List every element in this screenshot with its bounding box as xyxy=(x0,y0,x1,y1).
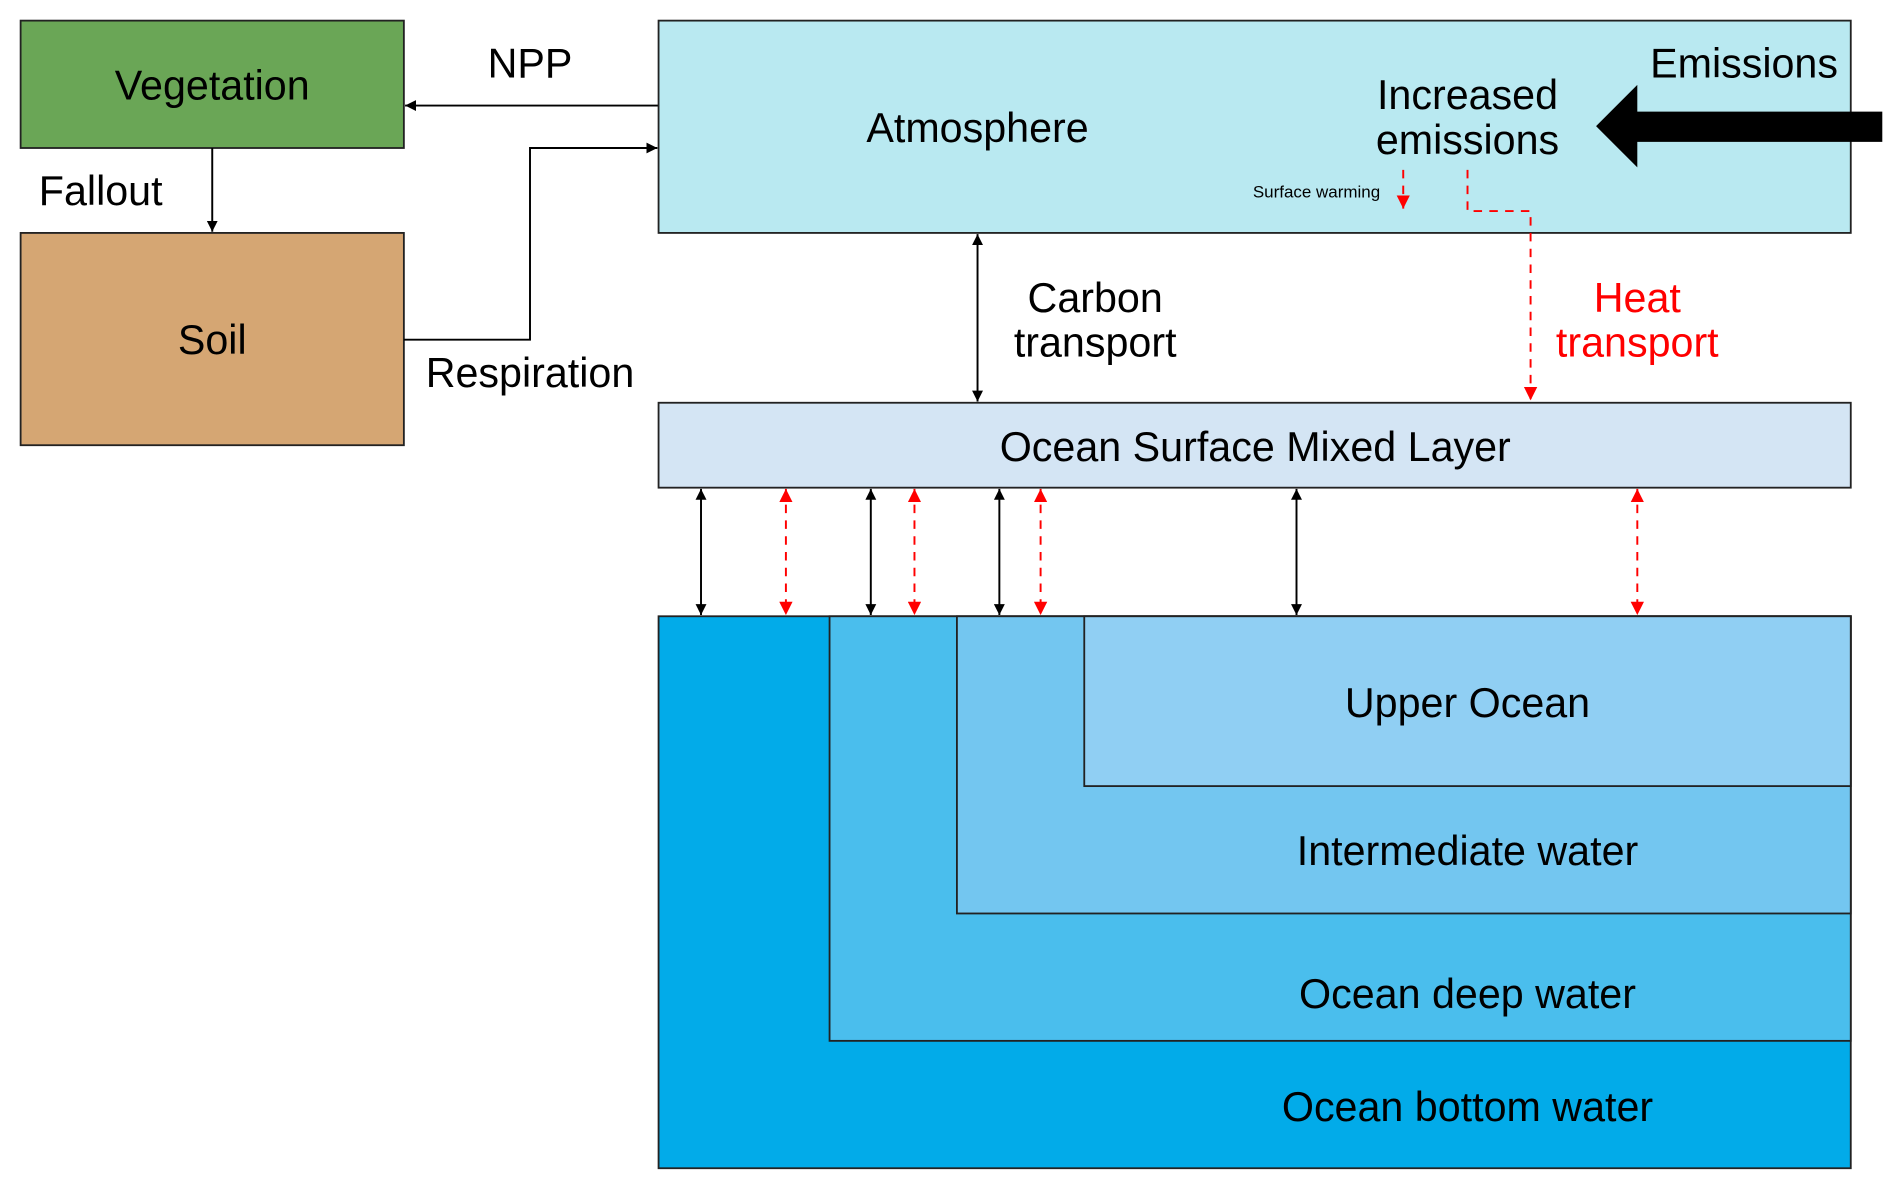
surface-mixed-layer-box xyxy=(657,401,1852,489)
emissions-label: Emissions xyxy=(1650,41,1838,87)
fallout-label: Fallout xyxy=(39,168,163,214)
emissions-arrow xyxy=(1596,84,1883,168)
exchange-arrows xyxy=(695,488,1644,616)
upper-ocean-box xyxy=(1083,615,1852,788)
heat-transport-label-1: Heat xyxy=(1594,275,1682,321)
carbon-transport-label-2: transport xyxy=(1014,320,1177,366)
increased-emissions-label-2: emissions xyxy=(1376,117,1559,163)
carbon-transport-label-1: Carbon xyxy=(1028,275,1163,321)
deep-water-label: Ocean deep water xyxy=(1299,971,1636,1017)
soil-box xyxy=(19,232,405,447)
surface-mixed-layer-label: Ocean Surface Mixed Layer xyxy=(1000,424,1511,470)
increased-emissions-label-1: Increased xyxy=(1377,72,1558,118)
npp-label: NPP xyxy=(488,41,573,87)
intermediate-water-label: Intermediate water xyxy=(1297,828,1639,874)
heat-transport-label-2: transport xyxy=(1556,320,1719,366)
atmosphere-label: Atmosphere xyxy=(866,105,1088,151)
respiration-arrow xyxy=(403,142,658,341)
heat-transport-arrow xyxy=(1466,169,1538,401)
bottom-water-label: Ocean bottom water xyxy=(1282,1084,1654,1130)
surface-warming-label: Surface warming xyxy=(1253,183,1380,202)
vegetation-label: Vegetation xyxy=(115,62,310,108)
soil-label: Soil xyxy=(178,317,247,363)
respiration-label: Respiration xyxy=(426,350,635,396)
upper-ocean-label: Upper Ocean xyxy=(1345,680,1590,726)
vegetation-box xyxy=(19,19,405,149)
